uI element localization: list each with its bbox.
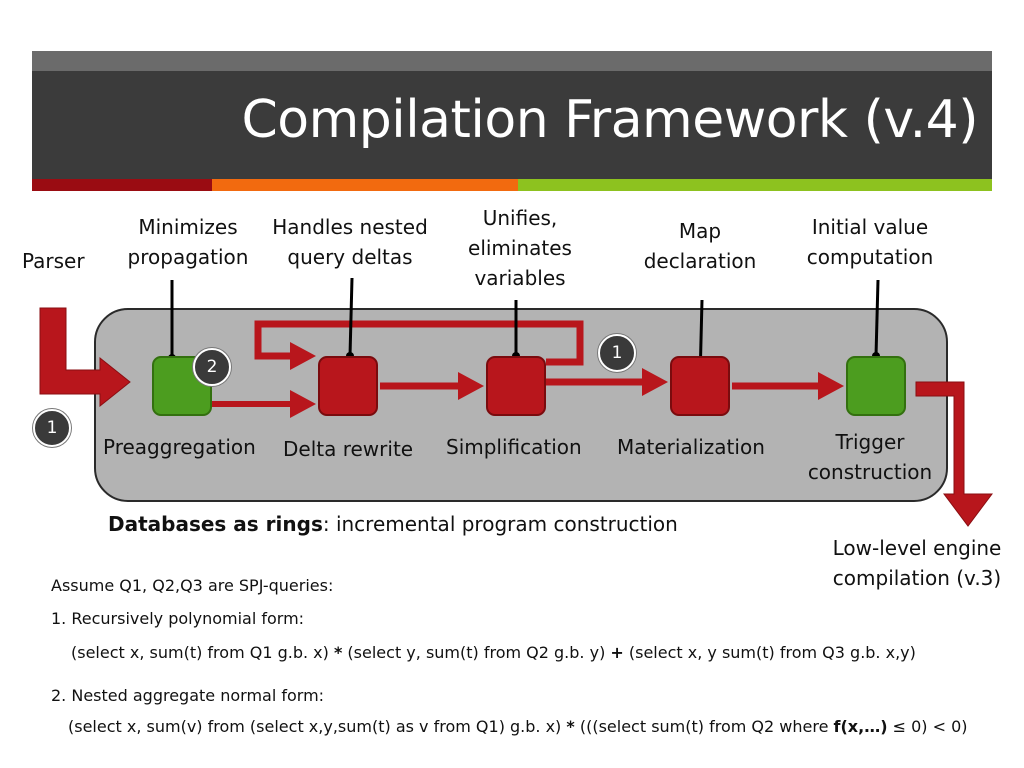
query-form-1: (select x, sum(t) from Q1 g.b. x) * (sel…	[71, 643, 916, 662]
feedback-loop-arrow	[254, 320, 584, 370]
delta-rewrite-node	[318, 356, 378, 416]
badge-step-1-loop: 1	[598, 334, 636, 372]
simplification-label: Simplification	[446, 435, 582, 459]
simplification-node	[486, 356, 546, 416]
arrow-simplification-to-materialization	[546, 368, 668, 396]
item-1-heading: 1. Recursively polynomial form:	[51, 609, 305, 628]
assume-text: Assume Q1, Q2,Q3 are SPJ-queries:	[51, 576, 334, 595]
accent-bar-green	[518, 179, 992, 191]
arrow-materialization-to-trigger	[732, 372, 844, 400]
arrow-delta-to-simplification	[380, 372, 484, 400]
output-arrow	[915, 381, 993, 527]
query-form-2: (select x, sum(v) from (select x,y,sum(t…	[68, 717, 968, 736]
badge-step-1-left: 1	[33, 409, 71, 447]
parser-label: Parser	[22, 249, 85, 273]
slide-title: Compilation Framework (v.4)	[241, 90, 979, 150]
title-bar	[32, 71, 992, 179]
materialization-label: Materialization	[617, 435, 765, 459]
parser-input-arrow	[39, 307, 131, 408]
annotation-pointers	[170, 277, 880, 381]
item-2-heading: 2. Nested aggregate normal form:	[51, 686, 325, 705]
title-top-stripe	[32, 51, 992, 71]
badge-step-2: 2	[193, 348, 231, 386]
arrow-preagg-to-delta	[212, 390, 316, 418]
preaggregation-label: Preaggregation	[103, 435, 256, 459]
rings-caption: Databases as rings: incremental program …	[108, 512, 678, 536]
trigger-construction-node	[846, 356, 906, 416]
delta-rewrite-label: Delta rewrite	[283, 437, 414, 461]
materialization-node	[670, 356, 730, 416]
accent-bar-red	[32, 179, 212, 191]
accent-bar-orange	[212, 179, 518, 191]
